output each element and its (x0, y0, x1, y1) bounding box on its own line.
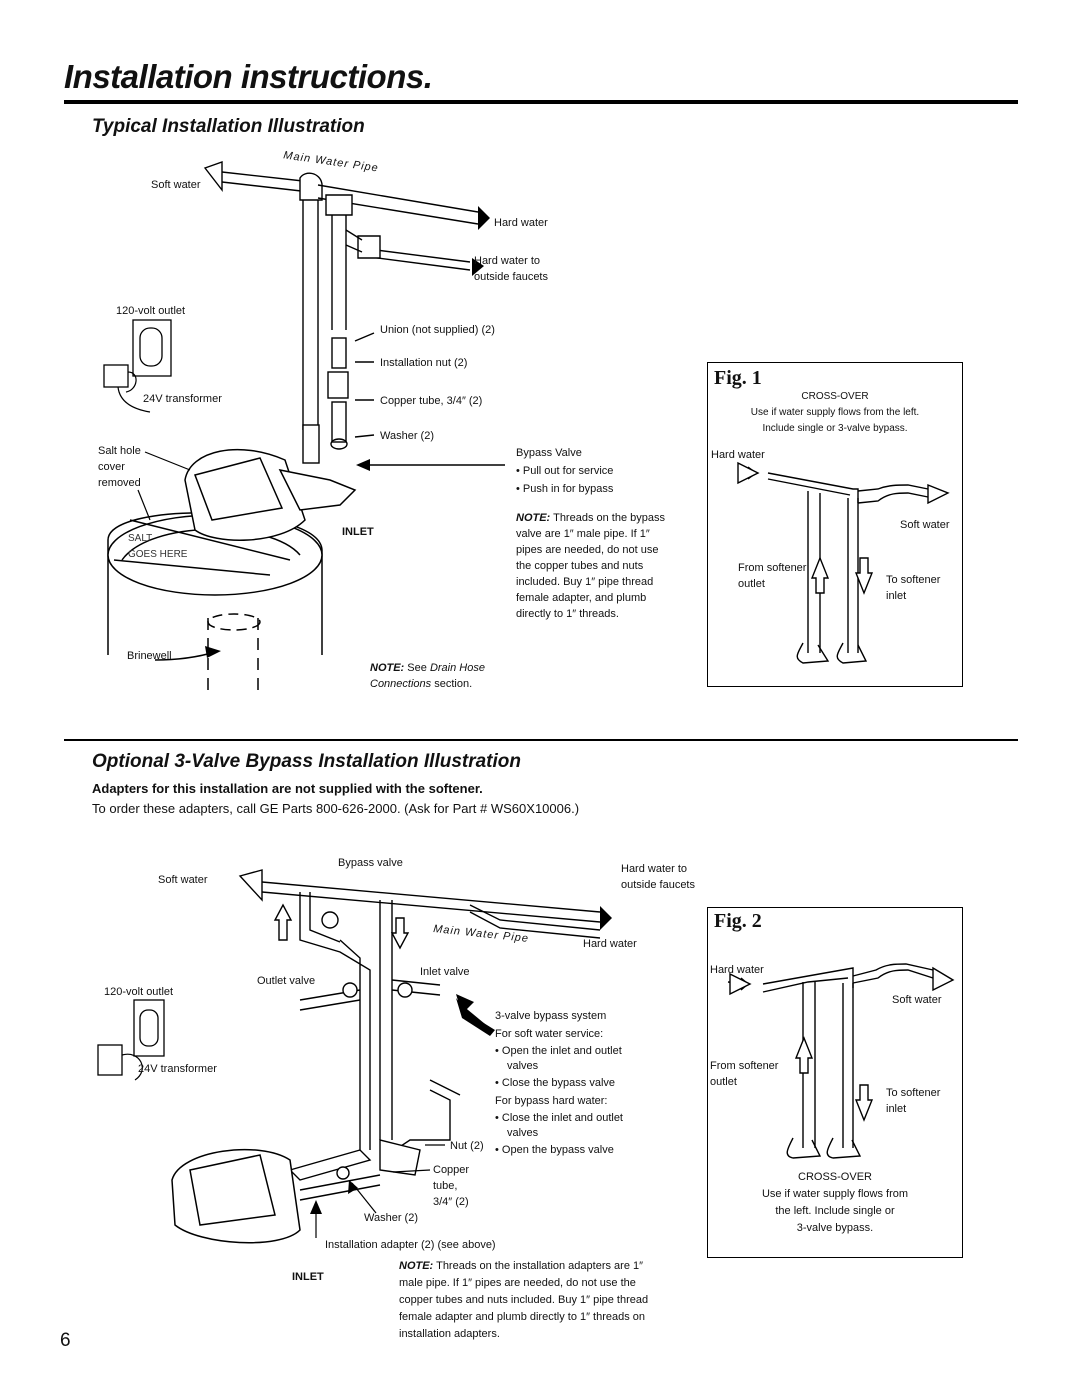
bypass-system-info: 3-valve bypass system For soft water ser… (495, 1010, 623, 1156)
soft-water-label: Soft water (151, 179, 201, 191)
drain-hose-note: NOTE: See Drain Hose Connections section… (370, 662, 485, 690)
salt-hole-label: Salt hole cover removed (98, 445, 141, 489)
bypass-valve-label: Bypass valve (338, 857, 403, 869)
section2-heading: Optional 3-Valve Bypass Installation Ill… (92, 751, 522, 772)
s2-washer-label: Washer (2) (364, 1212, 418, 1224)
fig2-title: Fig. 2 (714, 910, 762, 932)
fig1-box: Fig. 1 CROSS-OVER Use if water supply fl… (707, 362, 963, 687)
transformer-label: 24V transformer (143, 393, 222, 405)
brinewell-label: Brinewell (127, 650, 172, 662)
fig2-box: Fig. 2 Hard water Soft water From soften… (707, 907, 963, 1258)
inlet-label: INLET (342, 526, 374, 538)
s2-soft-water-label: Soft water (158, 874, 208, 886)
page-number: 6 (60, 1330, 71, 1351)
s2-hard-water-outside-label: Hard water to outside faucets (621, 863, 695, 891)
outlet-120v-label: 120-volt outlet (116, 305, 186, 317)
s2-hard-water-label: Hard water (583, 938, 637, 950)
fig2-to-softener: To softener inlet (886, 1087, 941, 1115)
s2-outlet-120v-label: 120-volt outlet (104, 986, 174, 998)
fig2-hard-water: Hard water (710, 964, 764, 976)
title-rule (64, 100, 1018, 104)
washer-label: Washer (2) (380, 430, 434, 442)
fig1-diagram (737, 461, 950, 664)
fig1-to-softener: To softener inlet (886, 574, 941, 602)
section-rule (64, 739, 1018, 741)
page-title: Installation instructions. (64, 58, 433, 95)
install-adapter-label: Installation adapter (2) (see above) (325, 1239, 496, 1251)
fig1-title: Fig. 1 (714, 367, 762, 389)
s2-note: NOTE: Threads on the installation adapte… (399, 1260, 649, 1340)
fig2-from-softener: From softener outlet (710, 1060, 779, 1088)
section2-order-text: To order these adapters, call GE Parts 8… (92, 801, 580, 816)
bypass-valve-info: Bypass Valve • Pull out for service • Pu… (516, 447, 614, 495)
s2-transformer-label: 24V transformer (138, 1063, 217, 1075)
salt-goes-here-label: SALT GOES HERE (128, 533, 188, 560)
fig1-from-softener: From softener outlet (738, 562, 807, 590)
hard-water-outside-label: Hard water to outside faucets (474, 255, 548, 283)
nut-label: Nut (2) (450, 1140, 484, 1152)
copper-label: Copper tube, 3/4″ (2) (433, 1164, 470, 1208)
s2-inlet-label: INLET (292, 1271, 324, 1283)
typical-installation-drawing (103, 161, 505, 690)
union-label: Union (not supplied) (2) (380, 324, 495, 336)
fig1-soft-water: Soft water (900, 519, 950, 531)
fig1-caption: CROSS-OVER Use if water supply flows fro… (750, 391, 920, 434)
hard-water-label: Hard water (494, 217, 548, 229)
fig1-hard-water: Hard water (711, 449, 765, 461)
installation-nut-label: Installation nut (2) (380, 357, 468, 369)
bypass-note: NOTE: Threads on the bypass valve are 1″… (516, 512, 665, 620)
fig2-caption: CROSS-OVER Use if water supply flows fro… (761, 1171, 909, 1234)
inlet-valve-label: Inlet valve (420, 966, 470, 978)
fig2-soft-water: Soft water (892, 994, 942, 1006)
fig2-diagram (727, 963, 955, 1159)
outlet-valve-label: Outlet valve (257, 975, 316, 987)
section1-heading: Typical Installation Illustration (92, 116, 365, 137)
copper-tube-label: Copper tube, 3/4″ (2) (380, 395, 483, 407)
section2-subheading: Adapters for this installation are not s… (92, 781, 483, 796)
